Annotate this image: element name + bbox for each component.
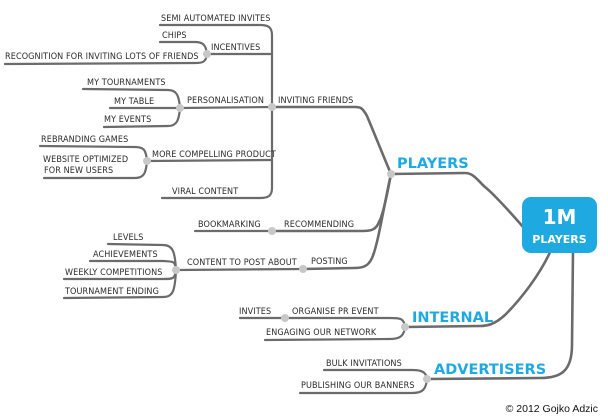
edge-inviting-personalisation [178,105,274,110]
edge-players-inviting [270,105,393,176]
node-semi-automated-invites[interactable]: SEMI AUTOMATED INVITES [161,14,270,24]
node-tournament-ending[interactable]: TOURNAMENT ENDING [64,287,159,297]
junction-organise [281,314,289,322]
branch-advertisers-label[interactable]: ADVERTISERS [434,362,546,378]
node-chips[interactable]: CHIPS [162,31,187,41]
node-weekly-competitions[interactable]: WEEKLY COMPETITIONS [65,268,163,278]
node-website-optimized[interactable]: WEBSITE OPTIMIZED [43,155,128,165]
node-invites[interactable]: INVITES [239,307,271,317]
node-rebranding-games[interactable]: REBRANDING GAMES [41,135,128,145]
node-for-new-users[interactable]: FOR NEW USERS [44,166,113,176]
copyright-notice: © 2012 Gojko Adzic [505,403,598,415]
node-content-to-post-about[interactable]: CONTENT TO POST ABOUT [187,258,297,268]
junctions [143,50,431,383]
junction-players [387,170,395,178]
edge-central-advertisers [425,248,575,381]
junction-recommending [268,227,276,235]
node-my-table[interactable]: MY TABLE [114,97,154,107]
node-my-tournaments[interactable]: MY TOURNAMENTS [87,78,166,88]
node-levels[interactable]: LEVELS [113,233,144,243]
branch-players-label[interactable]: PLAYERS [397,156,469,172]
node-my-events[interactable]: MY EVENTS [104,115,151,125]
junction-advertisers [423,375,431,383]
node-viral-content[interactable]: VIRAL CONTENT [172,187,238,197]
node-achievements[interactable]: ACHIEVEMENTS [93,250,158,260]
node-publishing-our-banners[interactable]: PUBLISHING OUR BANNERS [301,381,415,391]
junction-personalisation [176,104,184,112]
central-node-line1: 1M [543,205,577,229]
central-node[interactable]: 1M PLAYERS [522,197,597,253]
node-inviting-friends[interactable]: INVITING FRIENDS [278,96,353,106]
junction-inviting [268,103,276,111]
node-personalisation[interactable]: PERSONALISATION [187,96,264,106]
node-organise-pr-event[interactable]: ORGANISE PR EVENT [292,307,379,317]
node-incentives[interactable]: INCENTIVES [211,43,260,53]
node-bookmarking[interactable]: BOOKMARKING [198,220,261,230]
junction-internal [401,323,409,331]
node-posting[interactable]: POSTING [311,257,348,267]
central-node-box [522,197,597,253]
node-recognition[interactable]: RECOGNITION FOR INVITING LOTS OF FRIENDS [5,52,199,62]
branch-internal-label[interactable]: INTERNAL [412,310,493,326]
junction-posting [299,265,307,273]
junction-compelling [143,157,151,165]
central-node-line2: PLAYERS [532,233,586,246]
edge-inviting-spine [158,23,274,109]
edge-players-posting [301,172,393,271]
edge-posting-content [174,267,305,272]
node-bulk-invitations[interactable]: BULK INVITATIONS [326,359,402,369]
junction-incentives [203,50,211,58]
edge-advertisers-bulk [322,368,429,381]
edge-central-players [389,171,526,230]
edge-central-internal [403,248,553,329]
edge-internal-organise [238,316,407,329]
edge-inviting-viral [160,105,274,200]
node-engaging-our-network[interactable]: ENGAGING OUR NETWORK [266,328,377,338]
node-more-compelling-product[interactable]: MORE COMPELLING PRODUCT [152,150,276,160]
edge-content-tournament [62,268,178,300]
edge-inviting-compelling [145,158,274,163]
node-recommending[interactable]: RECOMMENDING [284,220,354,230]
junction-content [172,266,180,274]
